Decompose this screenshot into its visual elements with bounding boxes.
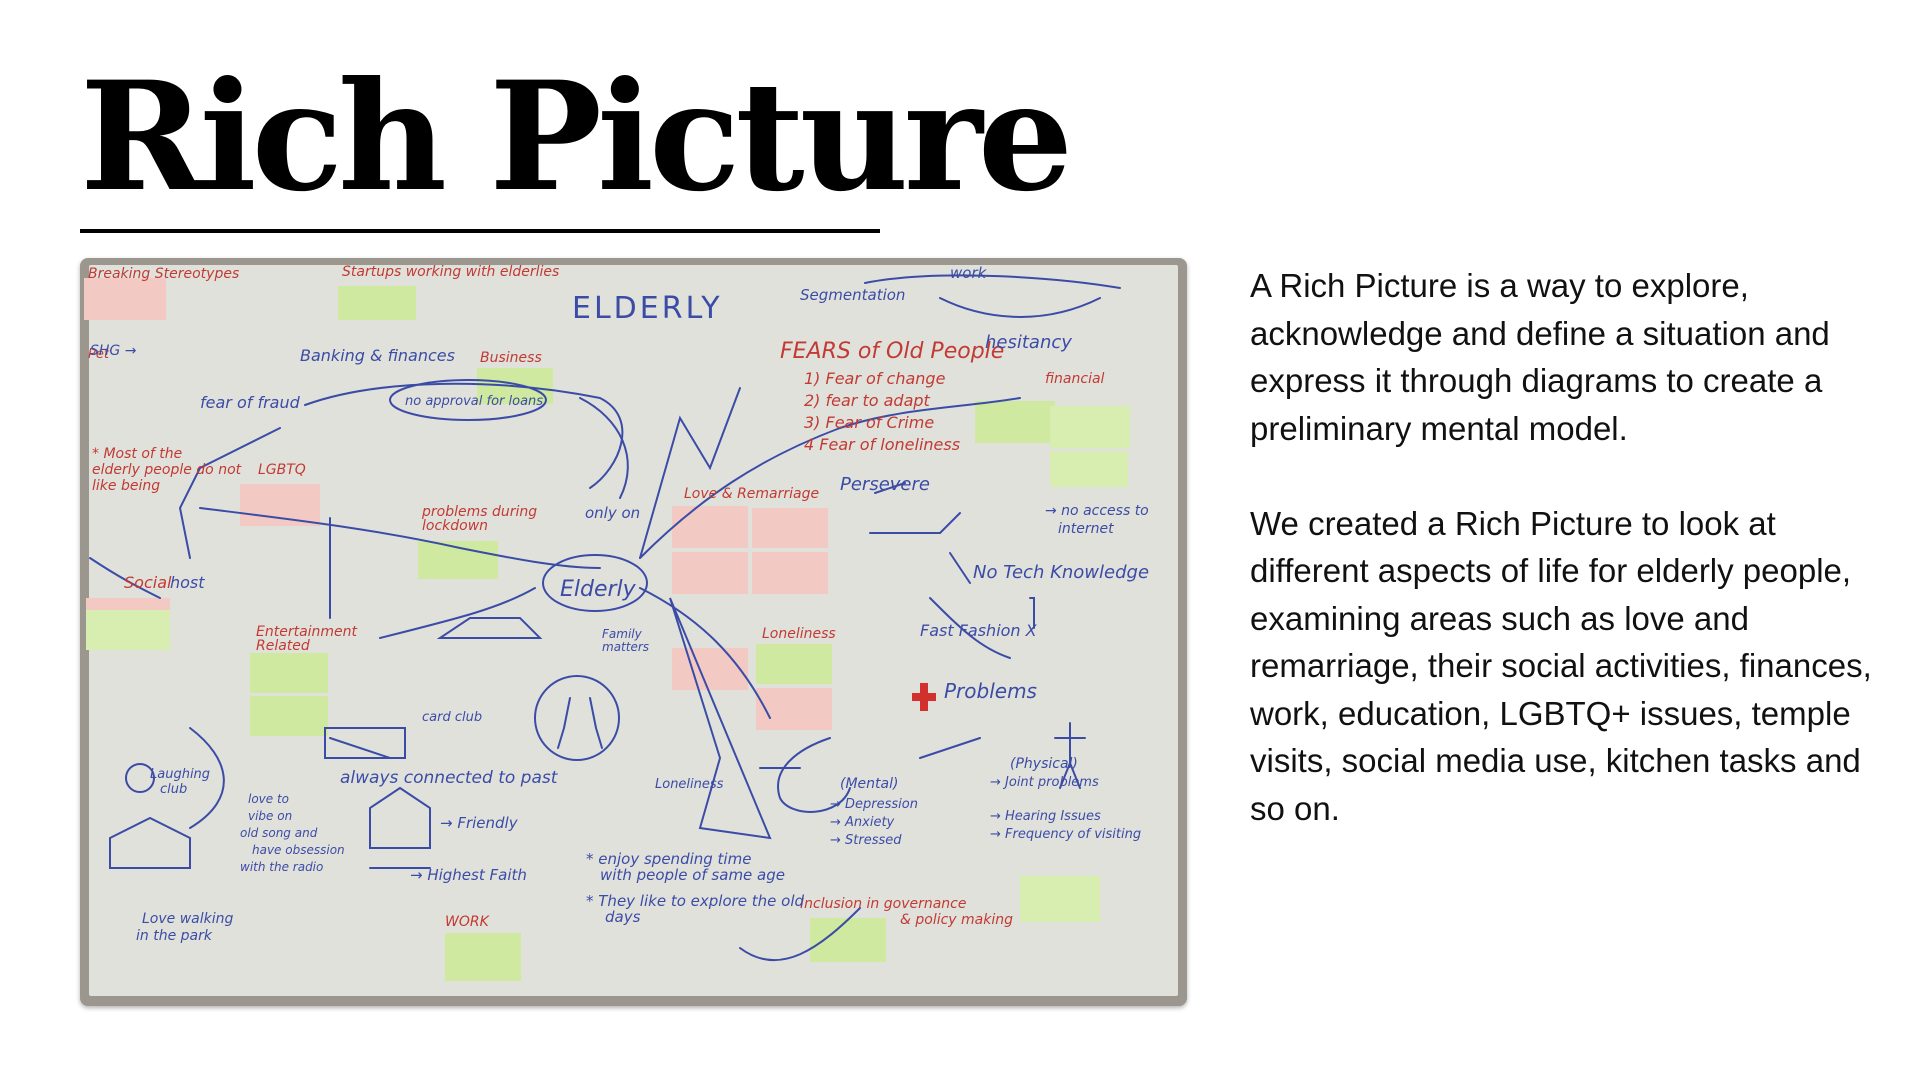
sticky-note-green xyxy=(86,610,170,650)
sticky-note-green xyxy=(1050,406,1130,448)
svg-text:Startups working with elderlie: Startups working with elderlies xyxy=(342,264,559,280)
sticky-note-pink xyxy=(672,552,748,594)
sticky-note-green xyxy=(1020,876,1100,922)
svg-text:elderly people do not: elderly people do not xyxy=(92,462,242,478)
svg-text:No Tech Knowledge: No Tech Knowledge xyxy=(973,562,1149,583)
svg-text:love to: love to xyxy=(248,792,289,806)
svg-text:→ Depression: → Depression xyxy=(830,797,918,812)
svg-text:→ Frequency of visiting: → Frequency of visiting xyxy=(990,827,1141,842)
svg-text:(Physical): (Physical) xyxy=(1010,756,1078,772)
svg-text:club: club xyxy=(160,782,187,797)
sticky-note-green xyxy=(1050,451,1128,487)
svg-text:card club: card club xyxy=(422,710,482,725)
svg-text:Loneliness: Loneliness xyxy=(655,777,724,792)
svg-text:no approval for loans: no approval for loans xyxy=(405,394,543,409)
svg-text:work: work xyxy=(950,264,988,282)
whiteboard-drawing: Breaking Stereotypes Startups working wi… xyxy=(84,264,1149,981)
whiteboard-surface xyxy=(89,265,1178,996)
svg-text:only on: only on xyxy=(585,504,640,522)
svg-text:Related: Related xyxy=(256,638,310,654)
svg-text:Persevere: Persevere xyxy=(840,474,930,495)
sticky-note-pink xyxy=(240,484,320,526)
red-cross-icon xyxy=(912,683,936,711)
svg-text:have obsession: have obsession xyxy=(252,843,345,857)
title-underline xyxy=(80,229,880,233)
sticky-note-green xyxy=(756,644,832,684)
svg-text:SHG →: SHG → xyxy=(90,343,137,359)
svg-text:Segmentation: Segmentation xyxy=(800,286,905,304)
svg-text:3) Fear of Crime: 3) Fear of Crime xyxy=(804,413,934,432)
svg-text:Love walking: Love walking xyxy=(142,911,234,927)
svg-text:Pet: Pet xyxy=(88,347,110,362)
sticky-note-pink xyxy=(672,648,748,690)
svg-text:Problems: Problems xyxy=(944,679,1037,703)
svg-text:Loneliness: Loneliness xyxy=(762,626,836,642)
svg-text:ELDERLY: ELDERLY xyxy=(572,291,723,326)
sticky-note-pink xyxy=(84,278,166,320)
svg-text:hesitancy: hesitancy xyxy=(985,332,1072,353)
svg-text:1) Fear of change: 1) Fear of change xyxy=(804,369,946,388)
sticky-note-green xyxy=(445,933,521,981)
svg-text:(Mental): (Mental) xyxy=(840,776,898,792)
svg-text:LGBTQ: LGBTQ xyxy=(258,462,306,478)
slide-title: Rich Picture xyxy=(80,49,1073,225)
sticky-note-pink xyxy=(672,506,748,548)
svg-text:& policy making: & policy making xyxy=(900,912,1013,928)
svg-text:matters: matters xyxy=(602,640,649,654)
svg-text:Social: Social xyxy=(124,573,172,592)
sticky-note-green xyxy=(975,401,1055,443)
sticky-note-pink xyxy=(752,508,828,548)
svg-text:* They like to explore the old: * They like to explore the old xyxy=(586,892,805,910)
svg-text:FEARS of Old People: FEARS of Old People xyxy=(780,339,1004,364)
svg-text:with the radio: with the radio xyxy=(240,860,323,874)
svg-text:days: days xyxy=(605,908,641,926)
svg-text:old song and: old song and xyxy=(240,826,318,840)
sticky-note-green xyxy=(338,286,416,320)
svg-text:like being: like being xyxy=(92,478,160,494)
svg-text:→ Anxiety: → Anxiety xyxy=(830,815,895,830)
svg-text:→ Stressed: → Stressed xyxy=(830,833,902,848)
sticky-note-green xyxy=(810,918,886,962)
svg-text:4 Fear of loneliness: 4 Fear of loneliness xyxy=(804,435,960,454)
svg-text:in the park: in the park xyxy=(136,928,213,944)
svg-text:lockdown: lockdown xyxy=(422,518,488,534)
svg-text:Banking & finances: Banking & finances xyxy=(300,346,455,365)
svg-text:→ Highest Faith: → Highest Faith xyxy=(410,866,527,884)
sticky-note-green xyxy=(250,653,328,693)
svg-text:→ Friendly: → Friendly xyxy=(440,814,519,832)
svg-text:* Most of the: * Most of the xyxy=(92,446,182,462)
svg-text:vibe on: vibe on xyxy=(248,809,292,823)
svg-text:Love & Remarriage: Love & Remarriage xyxy=(684,486,819,502)
svg-text:Family: Family xyxy=(602,627,643,641)
details-paragraph: We created a Rich Picture to look at dif… xyxy=(1250,504,1872,827)
sticky-note-pink xyxy=(752,552,828,594)
svg-text:→ Joint problems: → Joint problems xyxy=(990,775,1099,790)
svg-text:→ no access to: → no access to xyxy=(1045,503,1149,519)
svg-text:Fast Fashion X: Fast Fashion X xyxy=(920,621,1038,640)
sticky-note-pink xyxy=(756,688,832,730)
svg-text:problems during: problems during xyxy=(421,504,537,520)
whiteboard-photo: Breaking Stereotypes Startups working wi… xyxy=(80,258,1187,1006)
svg-text:host: host xyxy=(170,573,205,592)
svg-text:fear of fraud: fear of fraud xyxy=(200,393,301,412)
svg-text:always connected to past: always connected to past xyxy=(340,768,559,788)
svg-text:internet: internet xyxy=(1058,521,1114,537)
svg-text:Elderly: Elderly xyxy=(560,577,637,602)
svg-text:* enjoy spending time: * enjoy spending time xyxy=(586,850,751,868)
description-text: A Rich Picture is a way to explore, ackn… xyxy=(1250,262,1880,832)
svg-text:Inclusion in governance: Inclusion in governance xyxy=(800,896,967,912)
svg-text:→ Hearing Issues: → Hearing Issues xyxy=(990,809,1101,824)
svg-text:WORK: WORK xyxy=(445,914,491,930)
svg-text:Breaking Stereotypes: Breaking Stereotypes xyxy=(88,266,239,282)
svg-text:2) fear to adapt: 2) fear to adapt xyxy=(804,391,931,410)
svg-text:Business: Business xyxy=(480,350,542,366)
svg-text:Laughing: Laughing xyxy=(150,767,210,782)
sticky-note-green xyxy=(250,696,328,736)
intro-paragraph: A Rich Picture is a way to explore, ackn… xyxy=(1250,267,1830,447)
svg-text:Entertainment: Entertainment xyxy=(256,624,358,640)
svg-text:with people of same age: with people of same age xyxy=(600,866,785,884)
svg-text:financial: financial xyxy=(1045,371,1105,387)
